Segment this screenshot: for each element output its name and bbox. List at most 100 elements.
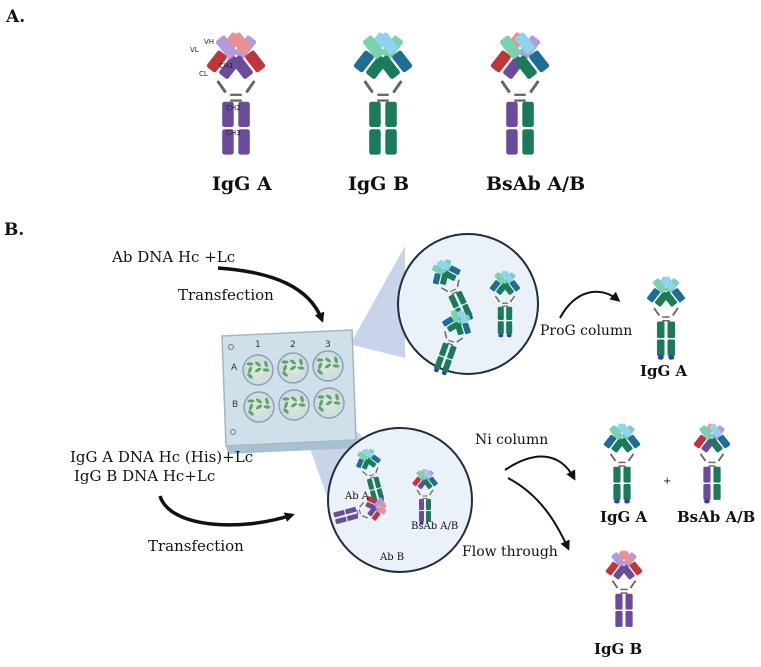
cl-domain [366, 496, 377, 504]
vh-domain [374, 497, 384, 508]
cell-dot [333, 401, 341, 405]
his-tag [624, 499, 630, 504]
bottom-transfection-arrow [158, 495, 295, 527]
bottom-input-line2: IgG B DNA Hc+Lc [74, 467, 215, 485]
panel-b-label: B. [4, 220, 24, 240]
ch1-domain [709, 437, 723, 453]
ch3-domain [419, 511, 424, 522]
vh-label: VH [204, 38, 214, 46]
ch2-domain [522, 101, 534, 127]
ch1-domain [366, 458, 377, 468]
prog-arrow [559, 290, 621, 319]
ch2-domain [657, 321, 665, 338]
cell-dot [282, 371, 288, 377]
ch3-domain [615, 611, 623, 627]
ch1-domain [231, 55, 253, 79]
vh-domain [431, 264, 445, 275]
cell-dot [255, 404, 263, 410]
vl-domain [618, 423, 632, 437]
ch2-domain [373, 476, 381, 489]
ch2-domain [345, 506, 357, 515]
top-zoom-cone [300, 246, 405, 366]
antibody-icon [356, 448, 385, 504]
antibody-icon [206, 32, 266, 155]
ch3-domain [369, 129, 381, 155]
ch3-domain [462, 303, 473, 318]
ch3-domain [623, 484, 631, 500]
vl-domain [708, 423, 722, 437]
ch3-domain [613, 484, 621, 500]
plate-col-2: 2 [290, 340, 296, 350]
ch2-domain [615, 593, 623, 610]
cell-dot [255, 361, 261, 367]
bottom-result-left-text: IgG A [600, 508, 648, 526]
ch2-domain [385, 101, 397, 127]
antibody-icon [412, 468, 438, 525]
bsab-title: BsAb A/B [486, 173, 585, 195]
top-zoom-circle [397, 233, 539, 375]
cell-dot [318, 406, 324, 412]
ch2-domain [369, 101, 381, 127]
ch2-domain [238, 101, 250, 127]
his-tag [498, 333, 504, 338]
his-tag [419, 521, 424, 525]
cell-dot [318, 362, 322, 370]
top-mix-antibodies [431, 259, 521, 376]
ch2-domain [713, 466, 721, 483]
cell-dot [265, 397, 269, 405]
cell-dot [325, 357, 331, 363]
cell-dot [254, 367, 262, 373]
ch2-domain [222, 101, 234, 127]
cell-dot [297, 366, 305, 370]
ni-column-text: Ni column [475, 432, 548, 448]
plate-col-1: 1 [255, 340, 261, 350]
bottom-input-line1: IgG A DNA Hc (His)+Lc [70, 448, 253, 466]
ch3-domain [506, 129, 518, 155]
cl-domain [245, 50, 266, 73]
ch2-domain [623, 466, 631, 483]
ch2-domain [426, 499, 431, 510]
his-tag [441, 371, 447, 376]
antibody-icon [693, 423, 731, 504]
ch3-domain [222, 129, 234, 155]
cl-domain [412, 476, 422, 487]
vh-domain [609, 425, 623, 440]
ch1-domain [378, 55, 400, 79]
antibody-icon [433, 310, 471, 376]
vl-domain [231, 32, 251, 55]
ch3-domain [442, 358, 452, 373]
ch2-domain [667, 321, 675, 338]
cell-dot [256, 398, 262, 404]
vl-domain [438, 260, 450, 270]
ch2-domain [346, 513, 359, 521]
cl-domain [603, 434, 617, 449]
ch1-domain [663, 291, 677, 307]
cl-domain [646, 288, 661, 303]
mix-label-bsab: BsAb A/B [411, 521, 458, 532]
cell-dot [299, 358, 303, 366]
antibody-icon [605, 550, 643, 627]
bottom-plus-text: + [663, 476, 671, 487]
ni-column-arrow [504, 455, 576, 481]
ch2-domain [497, 306, 504, 320]
vh-domain [499, 35, 522, 59]
antibody-icon [353, 32, 413, 155]
ch1-domain [502, 282, 514, 295]
bottom-transfection-text: Transfection [148, 537, 244, 555]
ch3-domain [497, 321, 504, 335]
ch3-domain [703, 484, 711, 500]
plate-row-b: B [232, 400, 238, 410]
ch3-domain [426, 511, 431, 522]
vl-domain [363, 448, 373, 458]
cell-dot [319, 399, 323, 407]
plate-row-a: A [231, 363, 238, 373]
cl-domain [442, 316, 454, 327]
ch3-domain [333, 510, 345, 518]
cl-domain [392, 50, 413, 73]
ch3-domain [335, 516, 347, 525]
cl-domain [432, 273, 441, 285]
cell-dot [282, 397, 290, 401]
his-tag [668, 355, 675, 360]
vh-domain [215, 35, 238, 59]
antibody-icon [431, 259, 473, 324]
